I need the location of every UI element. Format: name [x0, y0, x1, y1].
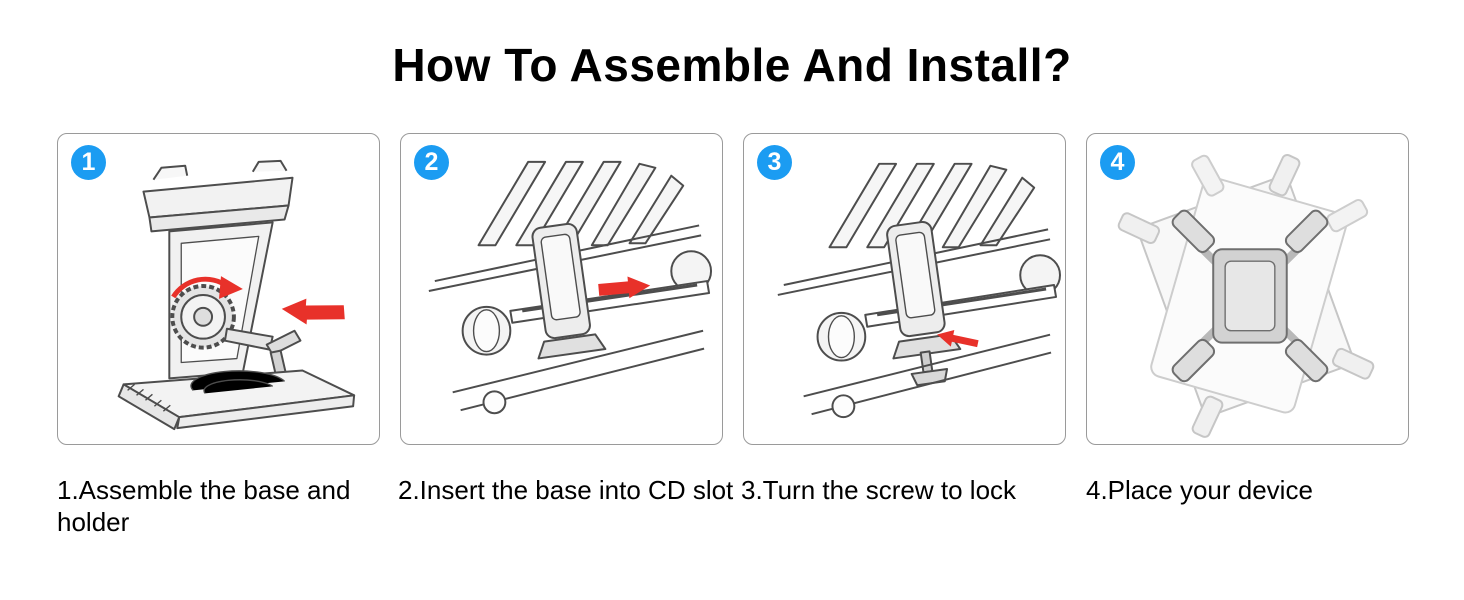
- step-caption-2: 2.Insert the base into CD slot: [398, 475, 734, 505]
- step-number-badge-3: 3: [757, 145, 792, 180]
- corner-clamp: [1171, 338, 1216, 383]
- step-caption-3: 3.Turn the screw to lock: [741, 475, 1017, 505]
- step4-illustration: [1117, 153, 1375, 438]
- step1-illustration: [117, 159, 356, 431]
- insert-arrow-icon: [598, 276, 651, 299]
- turn-arrow-icon: [937, 330, 979, 348]
- step-number-badge-4: 4: [1100, 145, 1135, 180]
- step3-illustration: [777, 162, 1061, 419]
- cd-mount-base: [117, 369, 356, 431]
- push-arrow-icon: [281, 298, 345, 325]
- step-panel-1: 1: [57, 133, 380, 445]
- step-caption-4: 4.Place your device: [1086, 475, 1313, 505]
- step-number-badge-2: 2: [414, 145, 449, 180]
- step2-illustration: [428, 160, 713, 415]
- rotate-arrow-icon: [171, 276, 243, 299]
- holder-in-slot: [886, 220, 962, 387]
- step-panel-2: 2: [400, 133, 723, 445]
- lock-screw: [919, 350, 934, 374]
- corner-clamp: [1284, 209, 1329, 254]
- dashboard-drawing: [428, 160, 713, 415]
- page-title: How To Assemble And Install?: [392, 39, 1072, 91]
- corner-clamp: [1284, 338, 1329, 383]
- step-panel-3: 3: [743, 133, 1066, 445]
- step-caption-1: 1.Assemble the base and holder: [57, 475, 351, 538]
- dashboard-drawing: [777, 162, 1061, 419]
- corner-clamp: [1171, 209, 1216, 254]
- locking-knob: [170, 284, 236, 350]
- step-panel-4: 4: [1086, 133, 1409, 445]
- device-holder: [1171, 209, 1329, 383]
- step-number-badge-1: 1: [71, 145, 106, 180]
- vent-louvers: [477, 160, 685, 247]
- holder-in-slot: [531, 222, 607, 360]
- step-panels: 1: [57, 133, 1409, 445]
